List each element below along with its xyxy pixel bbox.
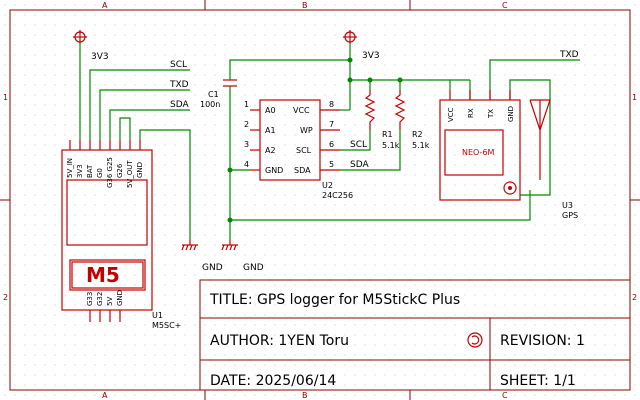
- eeprom-pin-a2: A2: [265, 146, 276, 155]
- r1-reference: R1: [382, 130, 393, 139]
- power-flag-3v3-left: [73, 30, 87, 44]
- copyleft-icon: [467, 332, 483, 348]
- m5-pin-g26: G26: [116, 163, 124, 178]
- row-label-2-right: 2: [632, 293, 637, 302]
- net-label-sda: SDA: [170, 100, 189, 110]
- net-label-sda-local: SDA: [350, 160, 369, 170]
- eeprom-pin-num-1: 1: [244, 100, 249, 109]
- eeprom-pin-gnd: GND: [265, 166, 283, 175]
- gps-value: GPS: [562, 211, 578, 220]
- gps-reference: U3: [562, 201, 573, 210]
- resistor-r1: [364, 90, 376, 130]
- gps-pin-tx: TX: [487, 109, 495, 119]
- net-label-scl: SCL: [170, 60, 187, 70]
- column-label-a: A: [102, 1, 108, 10]
- eeprom-pin-num-7: 7: [329, 120, 334, 129]
- m5-reference: U1: [152, 311, 163, 320]
- title-block: [199, 279, 631, 391]
- gps-inner: [444, 129, 504, 176]
- m5-pin-gnd-bottom: GND: [116, 290, 124, 306]
- row-label-1: 1: [3, 93, 8, 102]
- r2-value: 5.1k: [412, 141, 430, 150]
- gps-outer: [439, 99, 521, 201]
- column-label-c-bottom: C: [502, 391, 508, 400]
- eeprom-pin-wp: WP: [300, 126, 313, 135]
- junction-r1-top: [367, 77, 373, 83]
- net-label-txd-right: TXD: [559, 50, 579, 60]
- column-label-a-bottom: A: [102, 391, 108, 400]
- m5-logo: M5: [86, 263, 120, 287]
- m5-pin-5v: 5V: [106, 297, 114, 306]
- c1-reference: C1: [208, 90, 219, 99]
- eeprom-pin-scl: SCL: [296, 146, 312, 155]
- net-label-gnd-2: GND: [243, 263, 264, 273]
- m5-pin-g36-g25: G36 G25: [106, 157, 114, 188]
- m5-signal-wires: [79, 44, 191, 240]
- eeprom-pin-num-3: 3: [244, 140, 249, 149]
- row-label-1-right: 1: [632, 93, 637, 102]
- m5-pin-5v-out: 5V_OUT: [126, 160, 134, 188]
- junction-3v3-rail: [347, 77, 353, 83]
- eeprom-pin-num-4: 4: [244, 160, 249, 169]
- junction-gnd-rail: [227, 217, 233, 223]
- c1-value: 100n: [200, 100, 220, 109]
- r1-value: 5.1k: [382, 141, 400, 150]
- antenna-symbol: [503, 99, 551, 195]
- eeprom-pin-num-8: 8: [329, 100, 334, 109]
- eeprom-pin-a1: A1: [265, 126, 276, 135]
- eeprom-pin-num-2: 2: [244, 120, 249, 129]
- eeprom-pin-num-5: 5: [329, 160, 334, 169]
- gps-pin-vcc: VCC: [447, 107, 455, 122]
- title-block-title: TITLE: GPS logger for M5StickC Plus: [209, 292, 460, 308]
- title-block-sheet: SHEET: 1/1: [500, 373, 576, 389]
- junction-gnd-u2: [227, 167, 233, 173]
- eeprom-reference: U2: [322, 181, 333, 190]
- column-label-c: C: [502, 1, 508, 10]
- row-label-2: 2: [3, 293, 8, 302]
- junction-3v3-top: [347, 57, 353, 63]
- m5-pin-gnd-top: GND: [136, 162, 144, 178]
- m5-pin-3v3: 3V3: [76, 164, 84, 178]
- title-block-author: AUTHOR: 1YEN Toru: [210, 333, 349, 349]
- eeprom-pin-vcc: VCC: [293, 106, 310, 115]
- m5stickc-module: [61, 140, 153, 322]
- title-block-date: DATE: 2025/06/14: [210, 373, 336, 389]
- eeprom-pin-sda: SDA: [294, 166, 311, 175]
- resistor-r2: [394, 90, 406, 130]
- m5-pin-5v-in: 5V_IN: [66, 158, 74, 178]
- power-rail-wires: [229, 44, 580, 240]
- gps-pin-rx: RX: [467, 108, 475, 118]
- column-label-b: B: [302, 1, 308, 10]
- m5-value: M5SC+: [152, 321, 181, 330]
- net-label-scl-local: SCL: [350, 140, 367, 150]
- net-label-3v3-mid: 3V3: [362, 51, 380, 61]
- gps-pins: [449, 90, 511, 100]
- eeprom-pin-num-6: 6: [329, 140, 334, 149]
- m5-pin-bat: BAT: [86, 164, 94, 178]
- net-label-txd: TXD: [169, 80, 189, 90]
- m5-pin-g32: G32: [96, 292, 104, 306]
- gps-pin-gnd: GND: [507, 106, 515, 122]
- net-label-gnd-1: GND: [202, 263, 223, 273]
- m5-pin-g0: G0: [96, 168, 104, 178]
- column-label-b-bottom: B: [302, 391, 308, 400]
- m5-pin-g33: G33: [86, 292, 94, 306]
- junction-r2-top: [397, 77, 403, 83]
- i2c-wires: [340, 130, 401, 171]
- gps-module-name: NEO-6M: [462, 148, 495, 157]
- eeprom-pin-a0: A0: [265, 106, 276, 115]
- title-block-revision: REVISION: 1: [500, 333, 585, 349]
- net-label-3v3-left: 3V3: [91, 52, 109, 62]
- ground-symbol-1: [181, 240, 198, 251]
- eeprom-value: 24C256: [322, 191, 353, 200]
- r2-reference: R2: [412, 130, 423, 139]
- eeprom-body: [259, 99, 321, 181]
- ground-symbol-2: [221, 240, 238, 251]
- power-flag-3v3-mid: [343, 30, 357, 44]
- eeprom-pins: [250, 109, 340, 171]
